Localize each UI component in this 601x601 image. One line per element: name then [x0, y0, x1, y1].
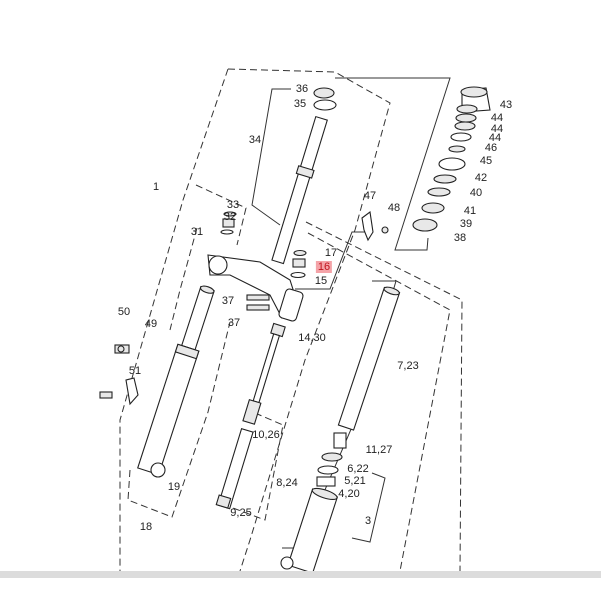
part-label[interactable]: 8,24: [276, 477, 298, 489]
part-label[interactable]: 31: [190, 226, 204, 238]
part-label[interactable]: 17: [324, 247, 338, 259]
part-11-27: [333, 432, 347, 449]
part-19: [150, 462, 166, 478]
part-15: [290, 271, 306, 279]
exploded-view-drawing: [99, 68, 491, 574]
part-label[interactable]: 42: [474, 172, 488, 184]
part-label[interactable]: 49: [144, 318, 158, 330]
part-6-22: [321, 452, 343, 462]
part-label[interactable]: 33: [226, 199, 240, 211]
bracket-16: [295, 231, 367, 290]
part-4-20: [316, 476, 336, 487]
parts-diagram: 36 35 34 1 33 32 31 17 16 15 37 37 47 48…: [99, 68, 513, 574]
part-label[interactable]: 34: [248, 134, 262, 146]
bolt-37a: [246, 294, 270, 301]
part-label[interactable]: 37: [227, 317, 241, 329]
horizontal-scrollbar-track[interactable]: [0, 571, 601, 578]
part-label[interactable]: 1: [152, 181, 160, 193]
part-label[interactable]: 11,27: [365, 444, 393, 456]
part-label[interactable]: 10,26: [252, 429, 280, 441]
part-label[interactable]: 45: [479, 155, 493, 167]
part-33: [223, 211, 237, 217]
part-label[interactable]: 41: [463, 205, 477, 217]
part-label[interactable]: 15: [314, 275, 328, 287]
part-label[interactable]: 40: [469, 187, 483, 199]
part-label[interactable]: 50: [117, 306, 131, 318]
outline-lower: [305, 221, 463, 572]
part-label[interactable]: 14,30: [298, 332, 326, 344]
part-label[interactable]: 36: [295, 83, 309, 95]
part-label[interactable]: 44: [490, 123, 504, 135]
part-31: [220, 229, 234, 235]
part-35: [313, 99, 337, 111]
part-48: [381, 226, 389, 234]
part-label[interactable]: 48: [387, 202, 401, 214]
bracket-34: [251, 88, 291, 226]
bolt-51: [99, 391, 113, 399]
part-label[interactable]: 37: [221, 295, 235, 307]
steering-stem: [271, 115, 328, 265]
part-label[interactable]: 3: [364, 515, 372, 527]
part-17: [293, 249, 307, 257]
outline-33: [195, 184, 247, 246]
part-label-highlighted[interactable]: 16: [315, 261, 333, 273]
part-label[interactable]: 46: [484, 142, 498, 154]
part-16: [292, 258, 306, 268]
outline-spring: [224, 412, 284, 521]
part-label[interactable]: 19: [167, 481, 181, 493]
part-label[interactable]: 47: [363, 190, 377, 202]
part-36: [313, 87, 335, 99]
outer-tube-3: [287, 487, 339, 574]
part-51: [125, 377, 139, 406]
part-label[interactable]: 35: [293, 98, 307, 110]
part-label[interactable]: 39: [459, 218, 473, 230]
part-label[interactable]: 5,21: [344, 475, 366, 487]
part-47: [361, 211, 374, 242]
bracket-3: [351, 472, 386, 543]
damper-rod: [215, 322, 286, 510]
part-label[interactable]: 6,22: [347, 463, 369, 475]
part-label[interactable]: 43: [499, 99, 513, 111]
left-fork-tube: [137, 285, 215, 476]
part-32: [222, 218, 235, 228]
part-label[interactable]: 18: [139, 521, 153, 533]
part-label[interactable]: 44: [490, 112, 504, 124]
part-5-21: [317, 465, 339, 475]
part-label[interactable]: 32: [223, 211, 237, 223]
bolt-50: [117, 345, 125, 353]
part-label[interactable]: 51: [128, 365, 142, 377]
bracket-right: [335, 77, 451, 251]
part-label[interactable]: 44: [488, 132, 502, 144]
outline-assembly-1: [227, 68, 391, 572]
bolt-37b: [246, 304, 270, 311]
part-label[interactable]: 7,23: [397, 360, 419, 372]
outline-left-tube: [169, 227, 198, 331]
part-label[interactable]: 9,25: [230, 507, 252, 519]
outline-assembly-1-left: [119, 68, 229, 571]
part-label[interactable]: 38: [453, 232, 467, 244]
right-fork-inner-tube: [337, 286, 401, 431]
part-label[interactable]: 4,20: [338, 488, 360, 500]
outline-bracket-18: [127, 321, 231, 518]
